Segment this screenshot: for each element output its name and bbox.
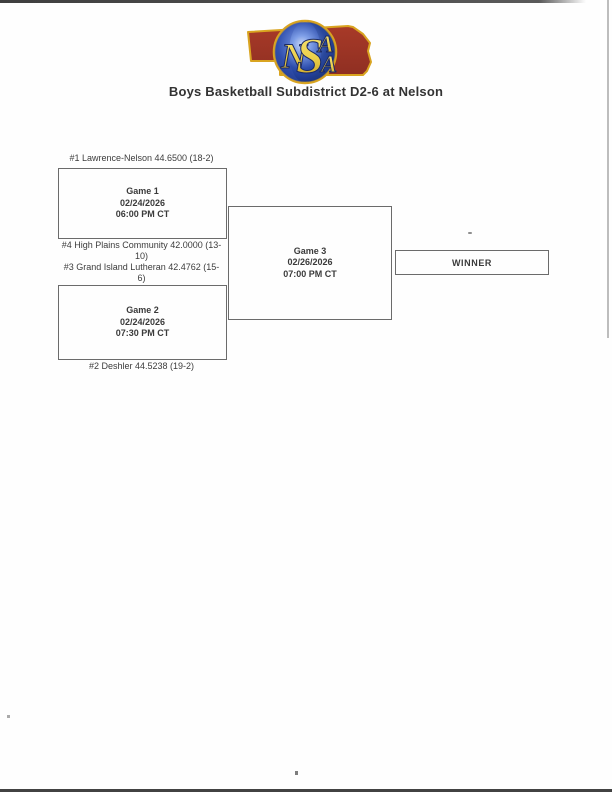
game-2-box: Game 2 02/24/2026 07:30 PM CT xyxy=(58,285,227,360)
scan-speck xyxy=(468,232,472,234)
seed-label-line: #3 Grand Island Lutheran 42.4762 (15- xyxy=(63,262,220,272)
game-name: Game 2 xyxy=(126,305,159,316)
game-date: 02/26/2026 xyxy=(287,257,333,268)
scan-speck xyxy=(295,771,298,775)
game-name: Game 1 xyxy=(126,186,159,197)
logo-letter-a1: A xyxy=(316,32,334,58)
scan-edge-right xyxy=(607,0,609,338)
logo-letter-a2: A xyxy=(319,52,337,78)
nsaa-logo-icon: N S A A xyxy=(247,19,372,85)
scan-edge-top xyxy=(0,0,586,3)
game-name: Game 3 xyxy=(293,245,327,256)
game-date: 02/24/2026 xyxy=(119,197,166,208)
winner-box: WINNER xyxy=(395,250,549,275)
seed-label-4: #4 High Plains Community 42.0000 (13- 10… xyxy=(53,240,230,262)
game-time: 07:30 PM CT xyxy=(115,328,170,339)
seed-label-3: #3 Grand Island Lutheran 42.4762 (15- 6) xyxy=(53,262,230,284)
game-time: 07:00 PM CT xyxy=(283,268,337,279)
seed-label-1: #1 Lawrence-Nelson 44.6500 (18-2) xyxy=(53,153,230,164)
seed-label-line: 10) xyxy=(134,251,148,261)
scan-speck xyxy=(7,715,10,718)
seed-label-line: #2 Deshler 44.5238 (19-2) xyxy=(88,361,195,371)
game-3-box: Game 3 02/26/2026 07:00 PM CT xyxy=(228,206,392,320)
game-1-box: Game 1 02/24/2026 06:00 PM CT xyxy=(58,168,227,239)
seed-label-line: 6) xyxy=(137,273,146,283)
seed-label-line: #4 High Plains Community 42.0000 (13- xyxy=(61,240,222,250)
seed-label-2: #2 Deshler 44.5238 (19-2) xyxy=(53,361,230,372)
game-time: 06:00 PM CT xyxy=(115,209,170,220)
logo-letter-s: S xyxy=(296,27,324,83)
scan-edge-bottom xyxy=(0,789,612,792)
seed-label-line: #1 Lawrence-Nelson 44.6500 (18-2) xyxy=(69,153,214,163)
globe-circle xyxy=(272,19,338,85)
game-date: 02/24/2026 xyxy=(119,316,166,327)
winner-label: WINNER xyxy=(451,257,493,268)
logo-letter-n: N xyxy=(280,36,309,76)
page-title: Boys Basketball Subdistrict D2-6 at Nels… xyxy=(168,84,444,99)
